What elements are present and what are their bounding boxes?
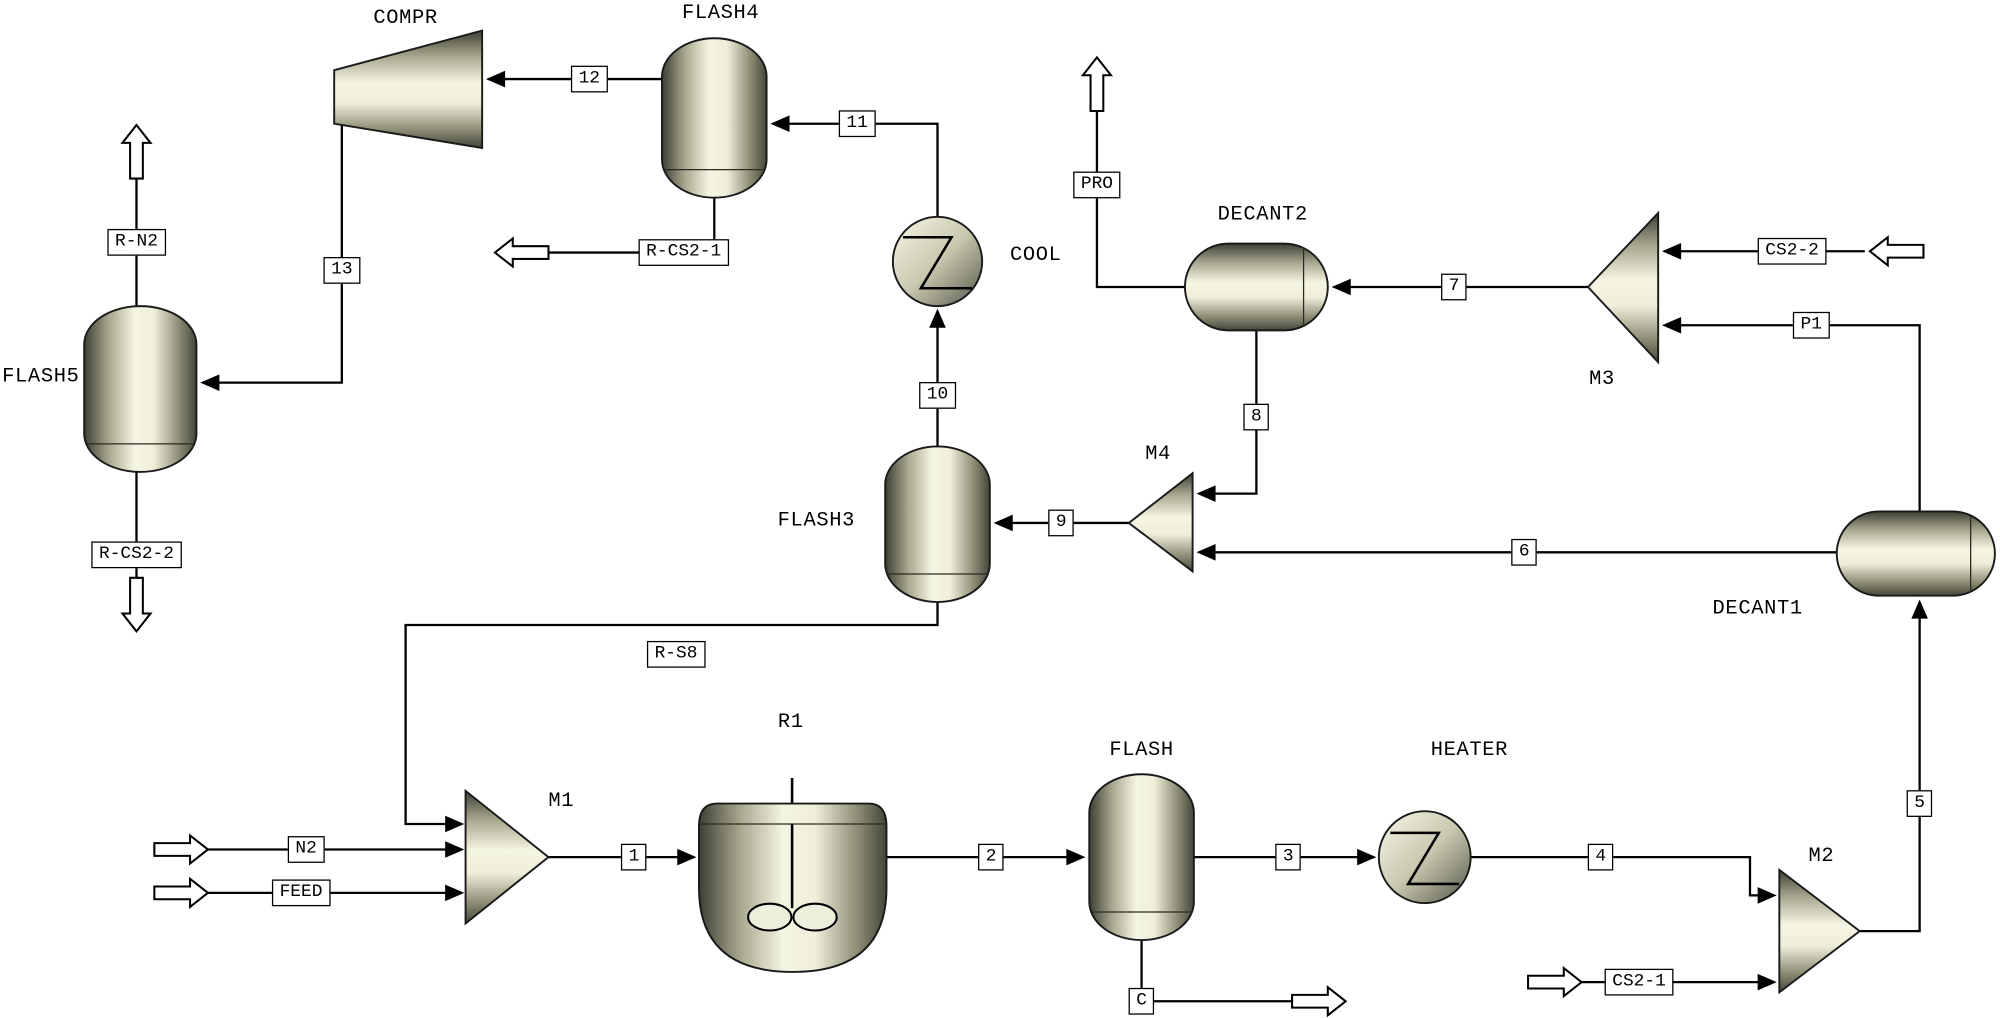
flash5-icon[interactable] [83, 305, 198, 473]
n2-feed-arrow-icon [153, 833, 210, 866]
unit-label-decant2: DECANT2 [1217, 202, 1308, 226]
unit-label-cool: COOL [1009, 243, 1062, 267]
stream-label-4[interactable]: 4 [1587, 843, 1614, 871]
stream-label-pro[interactable]: PRO [1073, 171, 1121, 199]
unit-label-m3: M3 [1589, 367, 1615, 391]
stream-label-cs2-1[interactable]: CS2-1 [1604, 968, 1674, 996]
c-outlet-arrow-icon [1291, 985, 1348, 1018]
stream-label-r-s8[interactable]: R-S8 [646, 640, 706, 668]
stream-label-2[interactable]: 2 [978, 843, 1005, 871]
feed-product-arrows [120, 55, 1925, 1018]
stream-label-8[interactable]: 8 [1243, 403, 1270, 431]
decant1-icon[interactable] [1835, 510, 1996, 597]
pro-outlet-arrow-icon [1080, 55, 1114, 112]
r1-icon[interactable] [698, 778, 888, 973]
stream-label-13[interactable]: 13 [323, 257, 361, 284]
stream-label-5[interactable]: 5 [1906, 790, 1933, 817]
stream-label-9[interactable]: 9 [1048, 509, 1075, 537]
m2-icon[interactable] [1778, 867, 1862, 995]
unit-label-m4: M4 [1145, 442, 1172, 466]
feed-feed-arrow-icon [153, 876, 210, 909]
stream-arrowheads [200, 70, 1928, 991]
stream-lines [135, 77, 1921, 1003]
unit-label-compr: COMPR [373, 6, 438, 30]
compr-icon[interactable] [333, 29, 484, 150]
r-cs2-1-outlet-arrow-icon [493, 236, 550, 269]
stream-label-n2[interactable]: N2 [287, 836, 325, 863]
decant2-icon[interactable] [1183, 242, 1329, 332]
m1-icon[interactable] [464, 788, 551, 926]
r-cs2-2-outlet-arrow-icon [120, 576, 153, 634]
stream-label-1[interactable]: 1 [620, 843, 647, 871]
m3-icon[interactable] [1586, 210, 1660, 365]
stream-label-6[interactable]: 6 [1511, 538, 1538, 566]
stream-label-10[interactable]: 10 [919, 382, 956, 409]
unit-label-flash: FLASH [1109, 738, 1174, 762]
stream-label-p1[interactable]: P1 [1792, 311, 1830, 339]
r-n2-outlet-arrow-icon [120, 123, 153, 180]
stream-label-r-n2[interactable]: R-N2 [107, 228, 166, 256]
heater-icon[interactable] [1377, 810, 1472, 905]
stream-label-cs2-2[interactable]: CS2-2 [1757, 237, 1827, 265]
stream-label-r-cs2-2[interactable]: R-CS2-2 [91, 541, 182, 569]
stream-label-7[interactable]: 7 [1441, 273, 1468, 301]
m4-icon[interactable] [1127, 471, 1194, 574]
stream-label-12[interactable]: 12 [570, 65, 608, 93]
unit-label-r1: R1 [777, 710, 804, 734]
unit-label-decant1: DECANT1 [1712, 596, 1803, 620]
flash3-icon[interactable] [884, 445, 991, 603]
unit-label-m2: M2 [1808, 844, 1835, 868]
stream-label-11[interactable]: 11 [838, 110, 876, 138]
cs2-2-feed-arrow-icon [1868, 235, 1925, 268]
flash-icon[interactable] [1088, 773, 1195, 942]
stream-label-feed[interactable]: FEED [271, 879, 331, 907]
stream-label-3[interactable]: 3 [1275, 843, 1302, 871]
unit-label-flash5: FLASH5 [2, 364, 80, 388]
unit-label-m1: M1 [548, 789, 575, 813]
stream-label-r-cs2-1[interactable]: R-CS2-1 [638, 239, 729, 266]
stream-label-c[interactable]: C [1128, 987, 1155, 1015]
unit-label-heater: HEATER [1430, 738, 1509, 762]
cool-icon[interactable] [891, 215, 984, 308]
unit-label-flash4: FLASH4 [682, 1, 760, 25]
flash4-icon[interactable] [661, 37, 768, 199]
unit-label-flash3: FLASH3 [777, 508, 855, 532]
cs2-1-feed-arrow-icon [1527, 966, 1584, 999]
